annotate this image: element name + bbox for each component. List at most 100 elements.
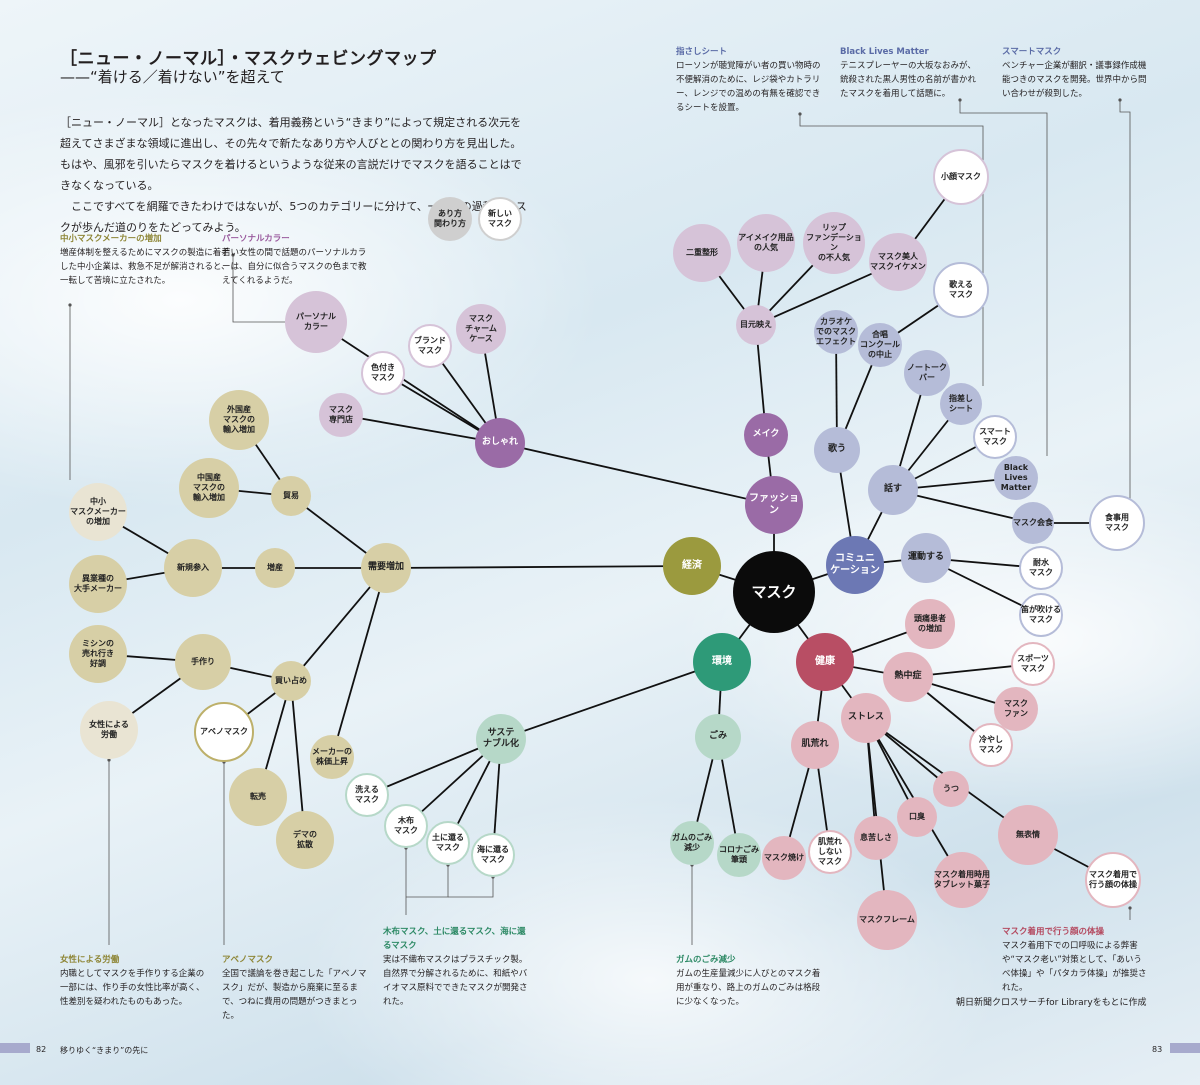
node-hanasu-label: 話す	[883, 484, 902, 495]
node-umi: 海に還る マスク	[471, 833, 515, 877]
node-fue: 笛が吹ける マスク	[1019, 593, 1063, 637]
node-chusho-label: 中小 マスクメーカー の増加	[70, 497, 126, 526]
note-smart-heading: スマートマスク	[1002, 47, 1062, 57]
node-fan-label: マスク ファン	[1004, 699, 1028, 718]
callout-dot-3	[958, 98, 962, 102]
node-gaikoku: 外国産 マスクの 輸入増加	[209, 390, 269, 450]
node-corona-label: コロナごみ 筆頭	[719, 845, 759, 864]
node-hiyashi-label: 冷やし マスク	[979, 735, 1003, 754]
node-taisui: 耐水 マスク	[1019, 546, 1063, 590]
node-tsuchi: 土に還る マスク	[426, 821, 470, 865]
node-gassho: 合唱 コンクール の中止	[858, 323, 902, 367]
node-shinki-label: 新規参入	[177, 563, 209, 572]
node-koshu: 口臭	[897, 797, 937, 837]
node-notalk: ノートーク バー	[904, 350, 950, 396]
node-dema-label: デマの 拡散	[293, 830, 317, 849]
note-personal: パーソナルカラー 若い女性の間で話題のパーソナルカラーは、自分に似合うマスクの色…	[222, 232, 372, 288]
note-smart-body: ベンチャー企業が翻訳・議事録作成機能つきのマスクを開発。世界中から問い合わせが殺…	[1002, 61, 1147, 99]
node-make: メイク	[744, 413, 788, 457]
node-hadaare: 肌荒れ	[791, 721, 839, 769]
node-eyemake: アイメイク用品 の人気	[737, 214, 795, 272]
edge-fashion-oshare	[499, 442, 775, 506]
node-mishin-label: ミシンの 売れ行き 好調	[82, 639, 114, 668]
node-stress-label: ストレス	[847, 712, 884, 723]
node-yubisashi: 指差し シート	[940, 383, 982, 425]
callout-dot-11	[1128, 906, 1132, 910]
node-charm-label: マスク チャーム ケース	[465, 314, 497, 343]
node-kogao: 小顔マスク	[933, 149, 989, 205]
node-kaishime: 買い占め	[271, 661, 311, 701]
node-gum: ガムのごみ 減少	[670, 821, 714, 865]
note-personal-heading: パーソナルカラー	[222, 234, 290, 244]
node-tablet-label: マスク着用時用 タブレット菓子	[934, 870, 990, 889]
callout-dot-5	[107, 758, 111, 762]
note-mokufu: 木布マスク、土に還るマスク、海に還るマスク 実は不織布マスクはプラスチック製。自…	[383, 925, 531, 1009]
node-chusho: 中小 マスクメーカー の増加	[69, 483, 127, 541]
node-lip: リップ ファンデーション の不人気	[803, 212, 865, 274]
node-utau-label: 歌う	[827, 444, 846, 455]
node-mask-label: マスク	[751, 582, 797, 601]
node-frame: マスクフレーム	[857, 890, 917, 950]
note-gum-body: ガムの生産量減少に人びとのマスク着用が重なり、路上のガムのごみは格段に少なくなっ…	[676, 969, 821, 1007]
legend-item-arikata: あり方 関わり方	[428, 197, 472, 241]
node-hadaare-shinai: 肌荒れ しない マスク	[808, 830, 852, 874]
node-nechu-label: 熱中症	[894, 671, 922, 682]
node-juyo-label: 需要増加	[367, 562, 404, 573]
node-sports-label: スポーツ マスク	[1017, 654, 1049, 673]
note-taiso-body: マスク着用下での口呼吸による弊害や“マスク老い”対策として、「あいうべ体操」や「…	[1002, 941, 1147, 993]
intro-text: ［ニュー・ノーマル］となったマスクは、着用義務という“きまり”によって規定される…	[60, 112, 530, 238]
note-taiso-heading: マスク着用で行う顔の体操	[1002, 927, 1105, 937]
node-blm: Black Lives Matter	[994, 456, 1038, 500]
node-zosan: 増産	[255, 548, 295, 588]
node-gomi: ごみ	[695, 714, 741, 760]
node-fan: マスク ファン	[994, 687, 1038, 731]
node-comm-label: コミュニ ケーション	[830, 552, 880, 577]
node-dema: デマの 拡散	[276, 811, 334, 869]
node-tenbai: 転売	[229, 768, 287, 826]
node-economy: 経済	[663, 537, 721, 595]
source-credit: 朝日新聞クロスサーチfor Libraryをもとに作成	[956, 998, 1147, 1008]
note-blm-heading: Black Lives Matter	[840, 47, 929, 57]
node-env-label: 環境	[712, 655, 732, 667]
node-oshare: おしゃれ	[475, 418, 525, 468]
node-personal-color: パーソナル カラー	[285, 291, 347, 353]
running-title: 移りゆく“きまり”の先に	[60, 1046, 149, 1055]
node-hadaare-shinai-label: 肌荒れ しない マスク	[818, 837, 842, 866]
node-fashion: ファッション	[745, 476, 803, 534]
node-chugoku: 中国産 マスクの 輸入増加	[179, 458, 239, 518]
note-josei: 女性による労働 内職としてマスクを手作りする企業の一部には、作り手の女性比率が高…	[60, 953, 212, 1009]
node-muhyojo-label: 無表情	[1016, 830, 1040, 839]
note-mokufu-body: 実は不織布マスクはプラスチック製。自然界で分解されるために、和紙やバイオマス原料…	[383, 955, 528, 1007]
node-umi-label: 海に還る マスク	[477, 845, 509, 864]
node-chugoku-label: 中国産 マスクの 輸入増加	[193, 473, 225, 502]
node-yake: マスク焼け	[762, 836, 806, 880]
node-nijuu: 二重整形	[673, 224, 731, 282]
note-gum: ガムのごみ減少 ガムの生産量減少に人びとのマスク着用が重なり、路上のガムのごみは…	[676, 953, 824, 1009]
edge-juyo-kabuka	[331, 567, 387, 758]
node-sports: スポーツ マスク	[1011, 642, 1055, 686]
note-taiso: マスク着用で行う顔の体操 マスク着用下での口呼吸による弊害や“マスク老い”対策と…	[1002, 925, 1148, 995]
node-zutsu: 頭痛患者 の増加	[905, 599, 955, 649]
callout-line-3	[959, 100, 1048, 456]
node-senmon: マスク 専門店	[319, 393, 363, 437]
node-fashion-label: ファッション	[749, 492, 799, 517]
note-sashi: 指さしシート ローソンが聴覚障がい者の買い物時の不便解消のために、レジ袋やカトラ…	[676, 45, 824, 115]
node-utaeru: 歌える マスク	[933, 262, 989, 318]
node-irotsuki: 色付き マスク	[361, 351, 405, 395]
node-health: 健康	[796, 633, 854, 691]
node-stress: ストレス	[841, 693, 891, 743]
node-utsu-label: うつ	[943, 784, 959, 793]
node-nechu: 熱中症	[883, 652, 933, 702]
node-undo: 運動する	[901, 533, 951, 583]
node-kaishoku: マスク会食	[1012, 502, 1054, 544]
note-blm: Black Lives Matter テニスプレーヤーの大坂なおみが、銃殺された…	[840, 45, 980, 101]
edge-env-sustain	[500, 661, 723, 740]
callout-line-4	[1119, 100, 1131, 500]
node-tezukuri-label: 手作り	[191, 657, 215, 666]
callout-dot-1	[231, 253, 235, 257]
edge-oshare-personal_color	[315, 321, 501, 444]
node-nijuu-label: 二重整形	[686, 248, 718, 257]
node-irotsuki-label: 色付き マスク	[371, 363, 395, 382]
node-hanasu: 話す	[868, 465, 918, 515]
node-karaoke-label: カラオケ でのマスク エフェクト	[816, 317, 856, 346]
